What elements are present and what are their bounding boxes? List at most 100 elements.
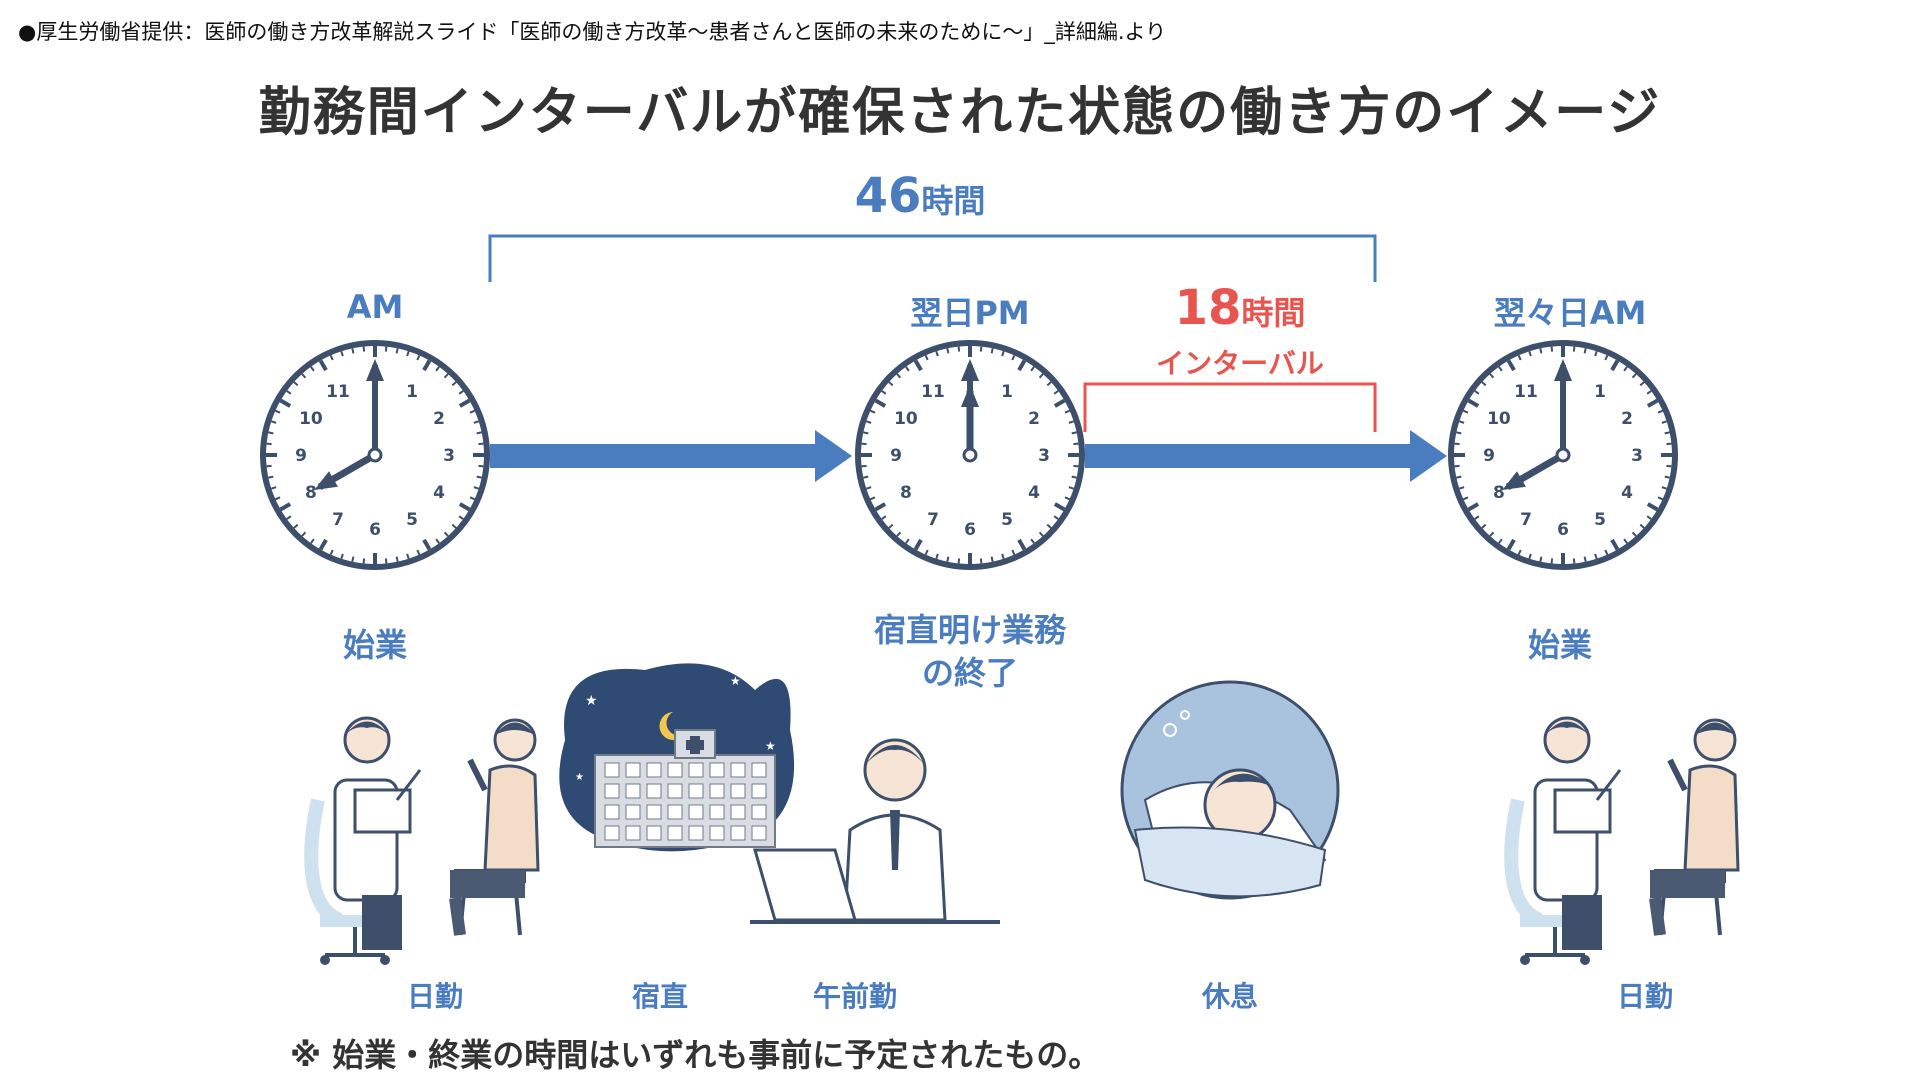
clock-tick xyxy=(863,475,869,479)
night-hospital-illustration: ★ ★ ★ ★ xyxy=(559,663,795,852)
clock-tick xyxy=(863,431,869,435)
clock-number: 11 xyxy=(1514,382,1538,402)
span-18-bracket xyxy=(1083,382,1377,432)
hour-hand-tip xyxy=(1502,471,1526,490)
clock-tick xyxy=(1064,496,1070,501)
span-18-number: 18 xyxy=(1174,280,1242,336)
hospital-window xyxy=(709,762,725,778)
clock-tick xyxy=(1046,381,1052,387)
clock-tick xyxy=(1001,351,1005,357)
clock-tick xyxy=(1068,486,1074,490)
interval-label: インターバル xyxy=(1156,347,1324,380)
clock-tick xyxy=(1053,515,1059,520)
hour-hand-tip xyxy=(961,385,979,407)
hospital-window xyxy=(751,804,767,820)
clock-tick xyxy=(1030,538,1035,544)
clock-tick xyxy=(1646,515,1652,520)
clock-tick xyxy=(279,398,292,408)
clock-tick xyxy=(473,486,479,490)
clock-tick xyxy=(395,348,399,354)
clock-tick xyxy=(1068,420,1074,424)
clock-tick xyxy=(1053,502,1066,512)
clock-tick xyxy=(1030,366,1035,372)
clock-tick xyxy=(301,531,307,537)
hospital-window xyxy=(625,825,641,841)
clock-number: 4 xyxy=(433,483,445,503)
clock-tick xyxy=(1489,531,1495,537)
span-46-unit: 時間 xyxy=(921,182,986,220)
doctor-at-laptop-illustration xyxy=(750,738,1000,924)
clock-tick xyxy=(1610,359,1620,372)
clock-tick xyxy=(458,390,464,395)
clock-tick xyxy=(861,442,867,446)
clock-tick xyxy=(268,431,274,435)
clock-tick xyxy=(1639,381,1645,387)
clock-number: 2 xyxy=(1028,409,1040,429)
clock-number: 2 xyxy=(1621,409,1633,429)
hospital-window xyxy=(688,825,704,841)
hospital-window xyxy=(625,783,641,799)
clock-tick xyxy=(874,398,887,408)
hospital-window xyxy=(646,825,662,841)
clock-label-next-pm: 翌日PM xyxy=(910,294,1030,332)
clock-tick xyxy=(1666,442,1672,446)
clock-tick xyxy=(990,556,994,562)
clock-tick xyxy=(1017,538,1027,551)
clock-tick xyxy=(286,515,292,520)
svg-text:★: ★ xyxy=(765,739,776,753)
hospital-window xyxy=(730,783,746,799)
clock-tick xyxy=(1639,523,1645,529)
clock-tick xyxy=(946,556,950,562)
hospital-window xyxy=(667,783,683,799)
clock-number: 6 xyxy=(1557,520,1569,540)
clock-tick xyxy=(1539,556,1543,562)
clock-tick xyxy=(1594,351,1598,357)
clock-number: 9 xyxy=(890,446,902,466)
clock-tick xyxy=(1657,496,1663,501)
clock-tick xyxy=(1498,366,1503,372)
arrow-head-2 xyxy=(1410,430,1447,482)
clock-tick xyxy=(1073,464,1079,468)
clock-pivot xyxy=(367,447,383,463)
clock-tick xyxy=(310,366,315,372)
svg-text:★: ★ xyxy=(575,772,584,783)
clock-tick xyxy=(1498,538,1503,544)
clock-tick xyxy=(1481,523,1487,529)
clock-tick xyxy=(279,502,292,512)
clock-tick xyxy=(1489,373,1495,379)
clock-tick xyxy=(329,355,334,361)
clock-tick xyxy=(1506,538,1516,551)
clock-tick xyxy=(861,464,867,468)
clock-tick xyxy=(905,366,910,372)
clock-tick xyxy=(469,496,475,501)
hospital-window xyxy=(646,783,662,799)
clock-tick xyxy=(271,486,277,490)
clock-tick xyxy=(362,558,366,564)
clock-tick xyxy=(293,523,299,529)
label-night-duty: 宿直 xyxy=(631,980,688,1013)
clock-tick xyxy=(384,346,388,352)
clock-tick xyxy=(266,442,272,446)
clock-tick xyxy=(458,502,471,512)
clock-tick xyxy=(896,373,902,379)
clock-tick xyxy=(888,381,894,387)
clock-tick xyxy=(458,398,471,408)
clock-tick xyxy=(1011,549,1016,555)
hospital-window xyxy=(667,762,683,778)
clock-tick xyxy=(340,351,344,357)
hospital-window xyxy=(730,762,746,778)
clock-tick xyxy=(924,549,929,555)
clock-tick xyxy=(1631,373,1637,379)
clock-number: 4 xyxy=(1621,483,1633,503)
clock-tick xyxy=(469,409,475,414)
clock-tick xyxy=(329,549,334,555)
source-caption: ●厚生労働省提供：医師の働き方改革解説スライド「医師の働き方改革〜患者さんと医師… xyxy=(18,20,1167,44)
clock-tick xyxy=(458,515,464,520)
clock-tick xyxy=(866,486,872,490)
clock-number: 4 xyxy=(1028,483,1040,503)
clock-tick xyxy=(905,538,910,544)
clock-tick xyxy=(395,556,399,562)
